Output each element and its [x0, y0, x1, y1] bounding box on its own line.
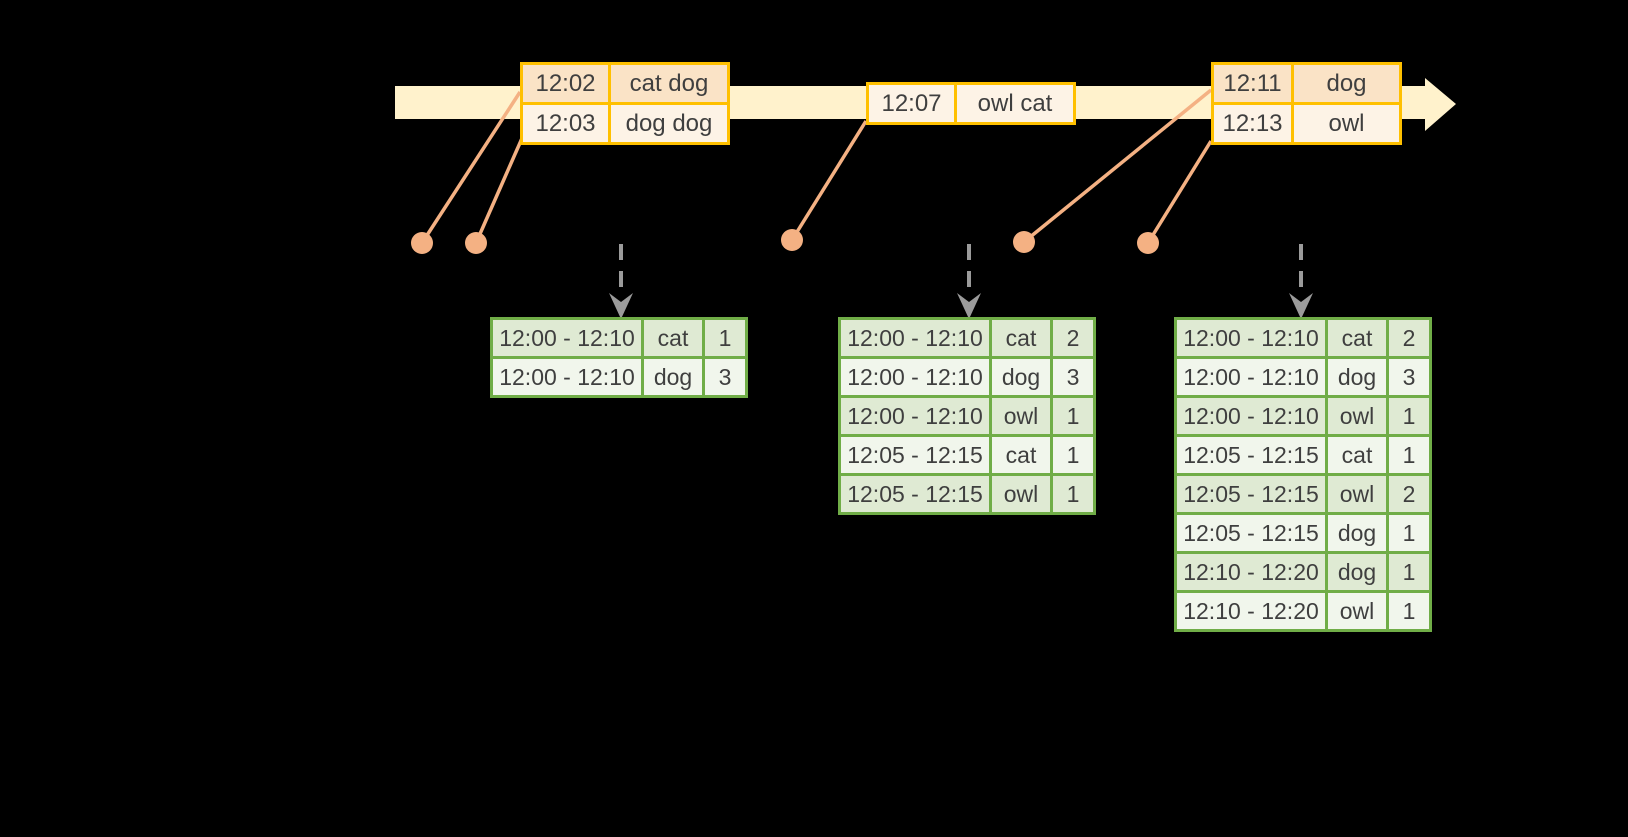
event-connector-line — [1146, 140, 1213, 244]
cell-window: 12:00 - 12:10 — [1174, 317, 1328, 359]
event-dot-icon — [1137, 232, 1159, 254]
cell-count: 1 — [1386, 512, 1432, 554]
cell-count: 3 — [1050, 356, 1096, 398]
cell-word: owl — [989, 473, 1053, 515]
cell-words: owl cat — [954, 82, 1076, 125]
cell-count: 3 — [1386, 356, 1432, 398]
cell-word: owl — [1325, 473, 1389, 515]
cell-window: 12:00 - 12:10 — [1174, 356, 1328, 398]
cell-count: 1 — [702, 317, 748, 359]
cell-words: cat dog — [608, 62, 730, 105]
cell-window: 12:00 - 12:10 — [838, 395, 992, 437]
event-connector-line — [420, 91, 522, 244]
trigger-arrow-icon — [1289, 244, 1313, 319]
event-connector-line — [790, 120, 868, 241]
cell-word: cat — [1325, 317, 1389, 359]
cell-word: cat — [1325, 434, 1389, 476]
cell-count: 1 — [1050, 434, 1096, 476]
cell-window: 12:00 - 12:10 — [490, 317, 644, 359]
cell-words: dog dog — [608, 102, 730, 145]
cell-count: 1 — [1050, 473, 1096, 515]
cell-word: dog — [989, 356, 1053, 398]
cell-window: 12:05 - 12:15 — [838, 473, 992, 515]
event-connector-line — [474, 135, 525, 244]
cell-words: owl — [1291, 102, 1402, 145]
event-dot-icon — [1013, 231, 1035, 253]
cell-word: cat — [989, 317, 1053, 359]
cell-word: dog — [1325, 512, 1389, 554]
cell-word: owl — [1325, 395, 1389, 437]
cell-time: 12:07 — [866, 82, 957, 125]
cell-window: 12:05 - 12:15 — [1174, 473, 1328, 515]
cell-time: 12:13 — [1211, 102, 1294, 145]
cell-count: 1 — [1386, 590, 1432, 632]
cell-window: 12:00 - 12:10 — [1174, 395, 1328, 437]
cell-count: 1 — [1050, 395, 1096, 437]
cell-count: 1 — [1386, 434, 1432, 476]
cell-window: 12:05 - 12:15 — [1174, 512, 1328, 554]
cell-window: 12:05 - 12:15 — [838, 434, 992, 476]
cell-count: 3 — [702, 356, 748, 398]
cell-time: 12:11 — [1211, 62, 1294, 105]
cell-window: 12:10 - 12:20 — [1174, 551, 1328, 593]
cell-time: 12:02 — [520, 62, 611, 105]
cell-count: 2 — [1386, 473, 1432, 515]
event-dot-icon — [411, 232, 433, 254]
cell-word: cat — [641, 317, 705, 359]
cell-window: 12:00 - 12:10 — [838, 356, 992, 398]
event-dot-icon — [781, 229, 803, 251]
cell-word: dog — [1325, 551, 1389, 593]
cell-window: 12:10 - 12:20 — [1174, 590, 1328, 632]
cell-word: dog — [641, 356, 705, 398]
cell-count: 2 — [1050, 317, 1096, 359]
cell-count: 1 — [1386, 395, 1432, 437]
cell-count: 1 — [1386, 551, 1432, 593]
trigger-arrow-icon — [609, 244, 633, 319]
cell-window: 12:00 - 12:10 — [838, 317, 992, 359]
event-dot-icon — [465, 232, 487, 254]
cell-word: owl — [989, 395, 1053, 437]
cell-count: 2 — [1386, 317, 1432, 359]
trigger-arrow-icon — [957, 244, 981, 319]
event-connector-line — [1022, 88, 1213, 244]
cell-word: dog — [1325, 356, 1389, 398]
cell-window: 12:00 - 12:10 — [490, 356, 644, 398]
cell-words: dog — [1291, 62, 1402, 105]
cell-word: owl — [1325, 590, 1389, 632]
timeline-arrowhead-icon — [1425, 78, 1456, 131]
cell-time: 12:03 — [520, 102, 611, 145]
cell-word: cat — [989, 434, 1053, 476]
cell-window: 12:05 - 12:15 — [1174, 434, 1328, 476]
